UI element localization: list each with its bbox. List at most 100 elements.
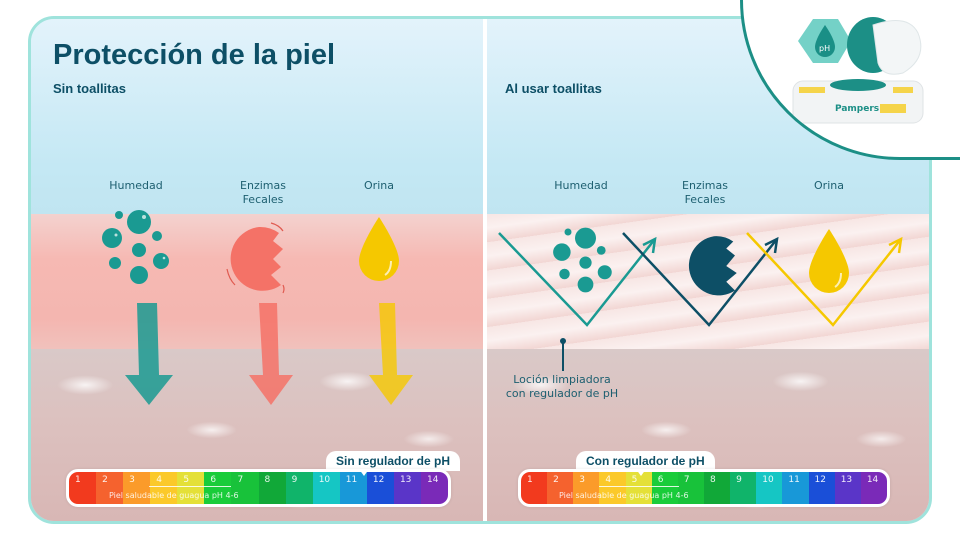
- left-subtitle: Sin toallitas: [53, 81, 126, 96]
- ph-value: 8: [709, 475, 716, 485]
- ph-scale-tab-label: Sin regulador de pH: [326, 451, 461, 471]
- ph-cell: 13: [834, 472, 861, 504]
- ph-value: 2: [102, 475, 108, 485]
- ph-value: 7: [237, 475, 244, 485]
- ph-value: 5: [183, 475, 190, 485]
- label-humedad-left: Humedad: [109, 179, 163, 192]
- label-enzimas-right: Enzimas Fecales: [655, 179, 755, 207]
- ph-value: 3: [579, 475, 586, 485]
- arrow-down-yellow-icon: [369, 303, 413, 405]
- page-title: Protección de la piel: [53, 39, 336, 71]
- ph-cell: 2: [96, 472, 124, 504]
- ph-value: 8: [264, 475, 271, 485]
- ph-value: 4: [156, 475, 162, 485]
- panel-without-wipes: Protección de la piel Sin toallitas Hume…: [31, 19, 483, 521]
- ph-value: 11: [345, 475, 358, 485]
- ph-value: 9: [736, 475, 742, 485]
- ph-cell: 6: [204, 472, 232, 504]
- ph-value: 13: [840, 475, 853, 485]
- ph-value: 1: [75, 475, 81, 485]
- ph-cell: 11: [782, 472, 809, 504]
- ph-cell: 6: [651, 472, 678, 504]
- ph-badge-text: pH: [819, 44, 830, 53]
- ph-cell: 8: [258, 472, 286, 504]
- ph-cell: 5: [625, 472, 652, 504]
- ph-scale-with-regulator: Con regulador de pH 1 2 3 4 5 6 7 8 9 10…: [518, 451, 890, 507]
- label-line: Enzimas: [682, 179, 728, 192]
- ph-cell: 14: [421, 472, 448, 504]
- ph-value: 11: [788, 475, 800, 485]
- ph-cell: 14: [860, 472, 887, 504]
- ph-value: 9: [291, 475, 298, 485]
- callout-line1: Loción limpiadora: [513, 373, 611, 386]
- ph-cell: 3: [123, 472, 151, 504]
- enzyme-icon: [688, 236, 737, 296]
- ph-cell: 3: [573, 472, 600, 504]
- ph-cell: 4: [599, 472, 626, 504]
- ph-value: 7: [683, 475, 690, 485]
- ph-value: 3: [129, 475, 135, 485]
- ph-cell: 7: [677, 472, 704, 504]
- ph-cell: 10: [312, 472, 340, 504]
- ph-scale-bar: 1 2 3 4 5 6 7 8 9 10 11 12 13 14 Piel sa…: [66, 469, 451, 507]
- wipes-pack-icon: pH Pampers: [792, 17, 924, 124]
- ph-cell: 1: [521, 472, 548, 504]
- healthy-range-line: [149, 486, 231, 487]
- ph-cell: 7: [231, 472, 259, 504]
- ph-value: 6: [657, 475, 664, 485]
- ph-cell: 12: [808, 472, 835, 504]
- ph-value: 14: [866, 475, 879, 485]
- ph-cell: 12: [366, 472, 394, 504]
- ph-value: 14: [427, 475, 439, 485]
- brand-text: Pampers: [835, 104, 879, 114]
- panel-divider: [483, 19, 487, 521]
- label-humedad-right: Humedad: [554, 179, 608, 192]
- ph-cell: 13: [393, 472, 422, 504]
- deflection-arrows-icon: [498, 232, 903, 327]
- ph-cell: 5: [177, 472, 205, 504]
- ph-cell: 10: [756, 472, 783, 504]
- background-sky: [31, 19, 483, 229]
- ph-pointer: [636, 469, 646, 476]
- label-enzimas-left: Enzimas Fecales: [213, 179, 313, 207]
- healthy-range-line: [599, 486, 679, 487]
- label-line: Fecales: [242, 193, 284, 206]
- ph-value: 4: [605, 475, 612, 485]
- ph-pointer: [359, 469, 369, 476]
- ph-cell: 8: [703, 472, 731, 504]
- ph-value: 13: [399, 475, 412, 485]
- label-line: Enzimas: [240, 179, 286, 192]
- enzyme-icon: [226, 222, 285, 294]
- label-orina-left: Orina: [364, 179, 394, 192]
- ph-value: 12: [372, 475, 385, 485]
- ph-cell: 1: [69, 472, 97, 504]
- ph-scale-bar: 1 2 3 4 5 6 7 8 9 10 11 12 13 14 Piel sa…: [518, 469, 890, 507]
- label-orina-right: Orina: [814, 179, 844, 192]
- callout-line2: con regulador de pH: [505, 387, 619, 400]
- ph-value: 2: [553, 475, 559, 485]
- ph-cell: 2: [547, 472, 574, 504]
- arrow-down-coral-icon: [249, 303, 293, 405]
- product-image-badge: pH Pampers: [740, 0, 960, 160]
- healthy-range-caption: Piel saludable de guagua pH 4-6: [559, 491, 689, 500]
- right-subtitle: Al usar toallitas: [505, 81, 602, 96]
- ph-cell: 9: [285, 472, 313, 504]
- lotion-callout: Loción limpiadora con regulador de pH: [487, 373, 637, 401]
- drop-icon: [809, 229, 849, 293]
- ph-value: 1: [527, 475, 533, 485]
- ph-value: 6: [210, 475, 217, 485]
- ph-cell: 4: [150, 472, 178, 504]
- callout-line: [562, 341, 564, 371]
- ph-value: 12: [814, 475, 826, 485]
- ph-scale-tab-label: Con regulador de pH: [576, 451, 715, 471]
- ph-scale-without-regulator: Sin regulador de pH 1 2 3 4 5 6 7 8 9 10…: [66, 451, 461, 507]
- arrow-down-teal-icon: [125, 303, 173, 405]
- label-line: Fecales: [684, 193, 726, 206]
- ph-cell: 11: [339, 472, 367, 504]
- ph-value: 10: [318, 475, 331, 485]
- bubbles-icon: [553, 227, 612, 293]
- drop-icon: [359, 217, 399, 281]
- ph-value: 5: [631, 475, 638, 485]
- bubbles-icon: [102, 210, 169, 284]
- healthy-range-caption: Piel saludable de guagua pH 4-6: [109, 491, 239, 500]
